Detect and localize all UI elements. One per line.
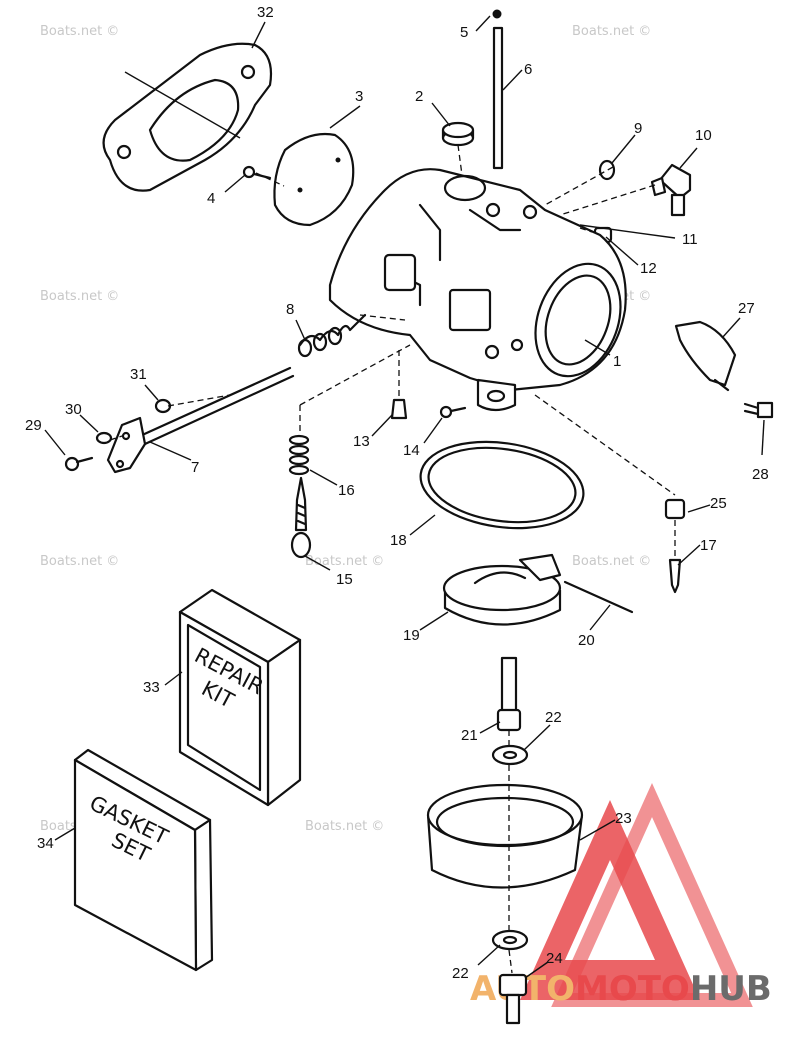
part-34-gasket-set: GASKET SET — [73, 748, 214, 972]
label-33: 33 — [143, 679, 160, 696]
part-number-labels: 32 3 4 5 6 2 9 10 11 12 1 27 28 8 7 31 3… — [25, 4, 769, 982]
label-29: 29 — [25, 417, 42, 434]
label-20: 20 — [578, 632, 595, 649]
part-15-mixture-screw — [290, 476, 312, 559]
part-21-main-jet — [496, 656, 522, 732]
svg-text:AUTOMOTOHUB: AUTOMOTOHUB — [470, 969, 772, 1009]
label-1: 1 — [613, 353, 621, 370]
watermark: Boats.net © — [305, 819, 384, 834]
part-25-17-seat-needle — [664, 498, 686, 594]
part-1-carburetor-body — [328, 168, 627, 412]
label-6: 6 — [524, 61, 532, 78]
label-23: 23 — [615, 810, 632, 827]
part-3-plate — [273, 132, 355, 227]
label-25: 25 — [710, 495, 727, 512]
part-33-repair-kit: REPAIR KIT — [178, 588, 302, 807]
label-11: 11 — [682, 231, 698, 248]
automotohub-logo: AUTOMOTOHUB — [470, 782, 772, 1009]
logo-text-hub: HUB — [690, 969, 772, 1009]
parts-29-31-hardware — [64, 398, 172, 472]
part-22-washer — [491, 744, 529, 951]
label-30: 30 — [65, 401, 82, 418]
watermark: Boats.net © — [40, 24, 119, 39]
label-28: 28 — [752, 466, 769, 483]
part-18-gasket-ring — [419, 440, 585, 530]
assembly-lines — [109, 144, 676, 974]
part-7-throttle-shaft — [106, 366, 295, 474]
label-8: 8 — [286, 301, 294, 318]
part-32-gasket — [102, 42, 273, 192]
label-2: 2 — [415, 88, 423, 105]
part-4-screw — [242, 165, 272, 180]
logo-text-moto: MOTO — [575, 969, 690, 1009]
part-14-screw — [439, 405, 467, 419]
label-32: 32 — [257, 4, 274, 21]
label-15: 15 — [336, 571, 353, 588]
part-24-drain-plug — [498, 973, 528, 1025]
watermark: Boats.net © — [572, 24, 651, 39]
part-2-cap — [441, 121, 475, 147]
part-19-float — [442, 553, 562, 626]
label-31: 31 — [130, 366, 147, 383]
label-18: 18 — [390, 532, 407, 549]
label-4: 4 — [207, 190, 215, 207]
part-27-cover — [674, 320, 737, 392]
label-9: 9 — [634, 120, 642, 137]
part-8-spring — [297, 313, 367, 358]
label-16: 16 — [338, 482, 355, 499]
label-7: 7 — [191, 459, 199, 476]
label-22-upper: 22 — [545, 709, 562, 726]
watermark: Boats.net © — [305, 554, 384, 569]
part-16-spring — [288, 434, 310, 476]
part-28-bolt — [743, 401, 774, 419]
label-27: 27 — [738, 300, 755, 317]
label-21: 21 — [461, 727, 478, 744]
label-10: 10 — [695, 127, 712, 144]
leader-lines — [44, 15, 765, 979]
label-22-lower: 22 — [452, 965, 469, 982]
label-12: 12 — [640, 260, 657, 277]
label-17: 17 — [700, 537, 717, 554]
watermark: Boats.net © — [40, 289, 119, 304]
label-5: 5 — [460, 24, 468, 41]
part-20-float-pin — [563, 580, 634, 614]
label-14: 14 — [403, 442, 420, 459]
part-6-rod — [492, 9, 504, 170]
label-13: 13 — [353, 433, 370, 450]
part-23-float-bowl — [426, 783, 584, 889]
label-19: 19 — [403, 627, 420, 644]
label-3: 3 — [355, 88, 363, 105]
watermark: Boats.net © — [572, 554, 651, 569]
watermark: Boats.net © — [40, 554, 119, 569]
part-9-clip — [598, 159, 616, 181]
label-24: 24 — [546, 950, 563, 967]
label-34: 34 — [37, 835, 54, 852]
part-13-jet — [390, 398, 408, 420]
part-10-elbow — [650, 163, 692, 217]
